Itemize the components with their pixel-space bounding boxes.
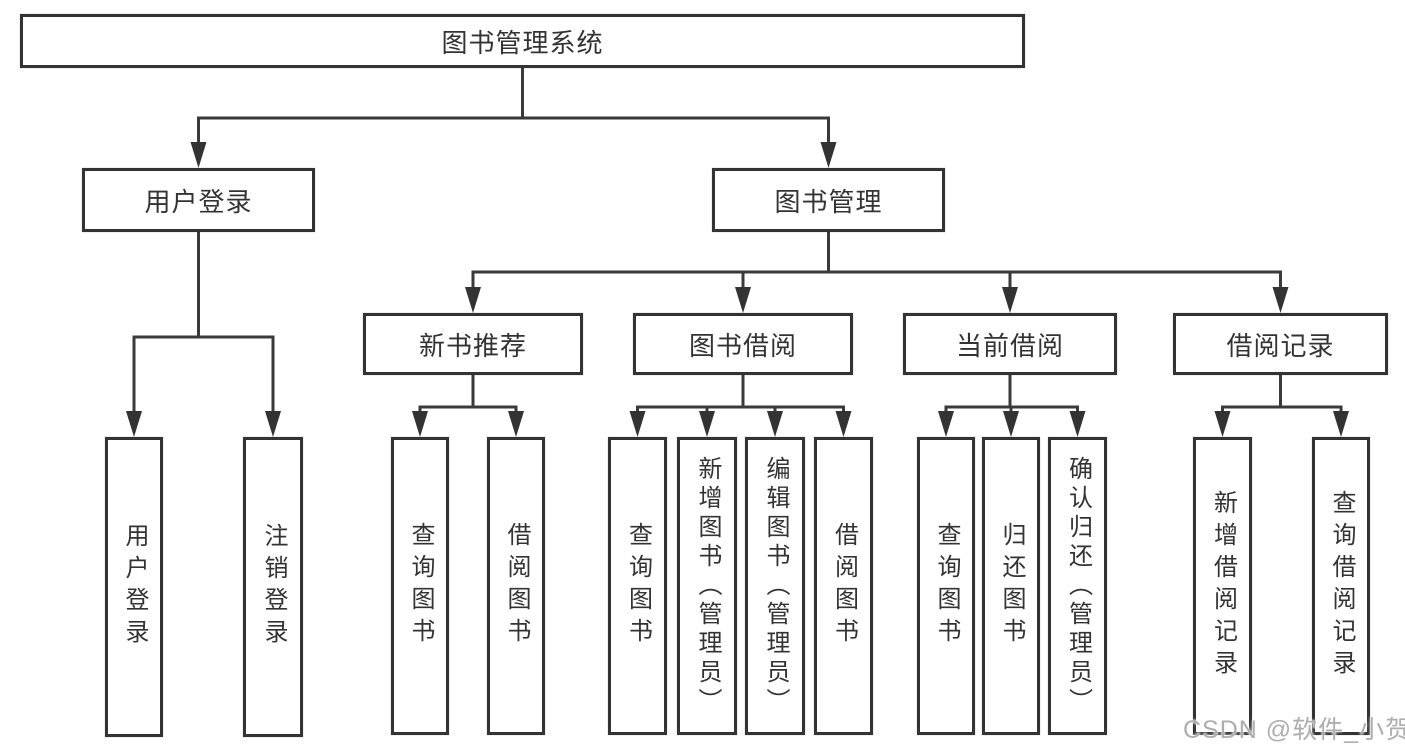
node-label: 用户登录: [144, 186, 253, 217]
leaf-query-books-borrowing: 查询图书: [608, 437, 667, 735]
leaf-label: 借阅图书: [503, 522, 530, 650]
node-borrow-records: 借阅记录: [1173, 313, 1388, 375]
leaf-user-login: 用户登录: [105, 437, 163, 737]
leaf-query-books-current: 查询图书: [917, 437, 975, 735]
node-library-management-system: 图书管理系统: [20, 14, 1025, 68]
leaf-query-books-recommend: 查询图书: [391, 437, 449, 735]
node-label: 新书推荐: [418, 330, 527, 361]
node-book-management: 图书管理: [712, 168, 945, 232]
leaf-label: 借阅图书: [830, 522, 858, 650]
leaf-add-borrow-record: 新增借阅记录: [1193, 437, 1252, 735]
leaf-label: 归还图书: [998, 522, 1025, 650]
leaf-edit-books-admin: 编辑图书（管理员）: [745, 437, 805, 735]
leaf-label: 新增借阅记录: [1209, 490, 1237, 682]
leaf-label: 查询借阅记录: [1328, 490, 1355, 682]
leaf-return-books: 归还图书: [982, 437, 1040, 735]
node-label: 借阅记录: [1226, 330, 1335, 361]
leaf-add-books-admin: 新增图书（管理员）: [677, 437, 737, 735]
node-label: 当前借阅: [955, 330, 1064, 361]
node-new-book-recommend: 新书推荐: [363, 313, 583, 375]
leaf-borrow-books-recommend: 借阅图书: [487, 437, 545, 735]
leaf-borrow-books-borrowing: 借阅图书: [814, 437, 873, 735]
leaf-label: 编辑图书（管理员）: [762, 455, 789, 717]
node-label: 图书管理系统: [441, 27, 604, 58]
arrowheads: [126, 142, 1349, 437]
leaf-label: 注销登录: [260, 523, 287, 651]
leaf-label: 确认归还（管理员）: [1064, 455, 1092, 717]
node-book-borrowing: 图书借阅: [633, 313, 853, 375]
csdn-watermark: CSDN @软件_小贺同学: [1183, 716, 1405, 744]
node-current-borrowing: 当前借阅: [903, 313, 1117, 375]
leaf-label: 用户登录: [121, 523, 148, 651]
node-label: 图书管理: [774, 186, 883, 217]
leaf-label: 查询图书: [933, 522, 960, 650]
leaf-query-borrow-record: 查询借阅记录: [1312, 437, 1370, 735]
node-label: 图书借阅: [688, 330, 797, 361]
leaf-logout-login: 注销登录: [243, 437, 303, 737]
connector-paths: [132, 68, 1343, 413]
leaf-label: 新增图书（管理员）: [694, 455, 721, 717]
node-user-login: 用户登录: [82, 168, 315, 232]
leaf-confirm-return-admin: 确认归还（管理员）: [1048, 437, 1107, 735]
leaf-label: 查询图书: [407, 522, 434, 650]
leaf-label: 查询图书: [624, 522, 652, 650]
